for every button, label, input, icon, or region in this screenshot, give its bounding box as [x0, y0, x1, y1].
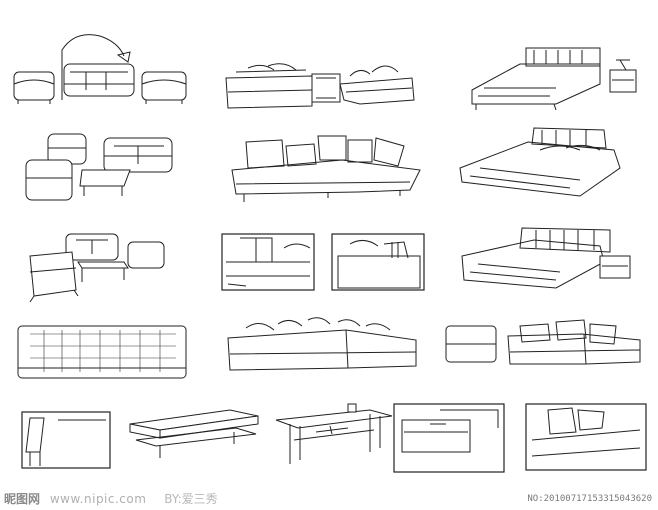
tv-cabinet-detail-frame — [393, 403, 505, 473]
l-shaped-sectional-2 — [227, 317, 417, 371]
sofa-set-with-coffee-table — [25, 133, 173, 201]
grid-sofa-front-view — [17, 325, 187, 379]
watermark-serial: NO:20100717153315043620 — [527, 494, 652, 504]
platform-bed-1 — [459, 127, 621, 197]
sofa-detail-frame-2 — [331, 233, 425, 291]
bed-with-nightstand — [471, 47, 637, 111]
watermark-left: 昵图网 www.nipic.com BY:爱三秀 — [4, 490, 218, 507]
watermark-author: BY:爱三秀 — [164, 492, 218, 506]
glass-table-drawing — [275, 403, 393, 464]
watermark-logo: 昵图网 — [4, 492, 41, 506]
platform-bed-2 — [461, 227, 631, 289]
chair-detail-frame — [21, 411, 111, 469]
l-shaped-sectional-1 — [231, 135, 421, 202]
sofa-set-with-arc-lamp — [13, 34, 187, 104]
sofa-set-with-glass-table — [29, 233, 165, 303]
armchair-and-sectional — [445, 319, 641, 365]
sectional-with-side-table — [225, 63, 415, 109]
sofa-detail-frame-1 — [221, 233, 315, 291]
watermark-url: www.nipic.com — [49, 492, 147, 506]
coffee-table-drawing — [129, 409, 259, 458]
sofa-closeup-frame — [525, 403, 647, 471]
